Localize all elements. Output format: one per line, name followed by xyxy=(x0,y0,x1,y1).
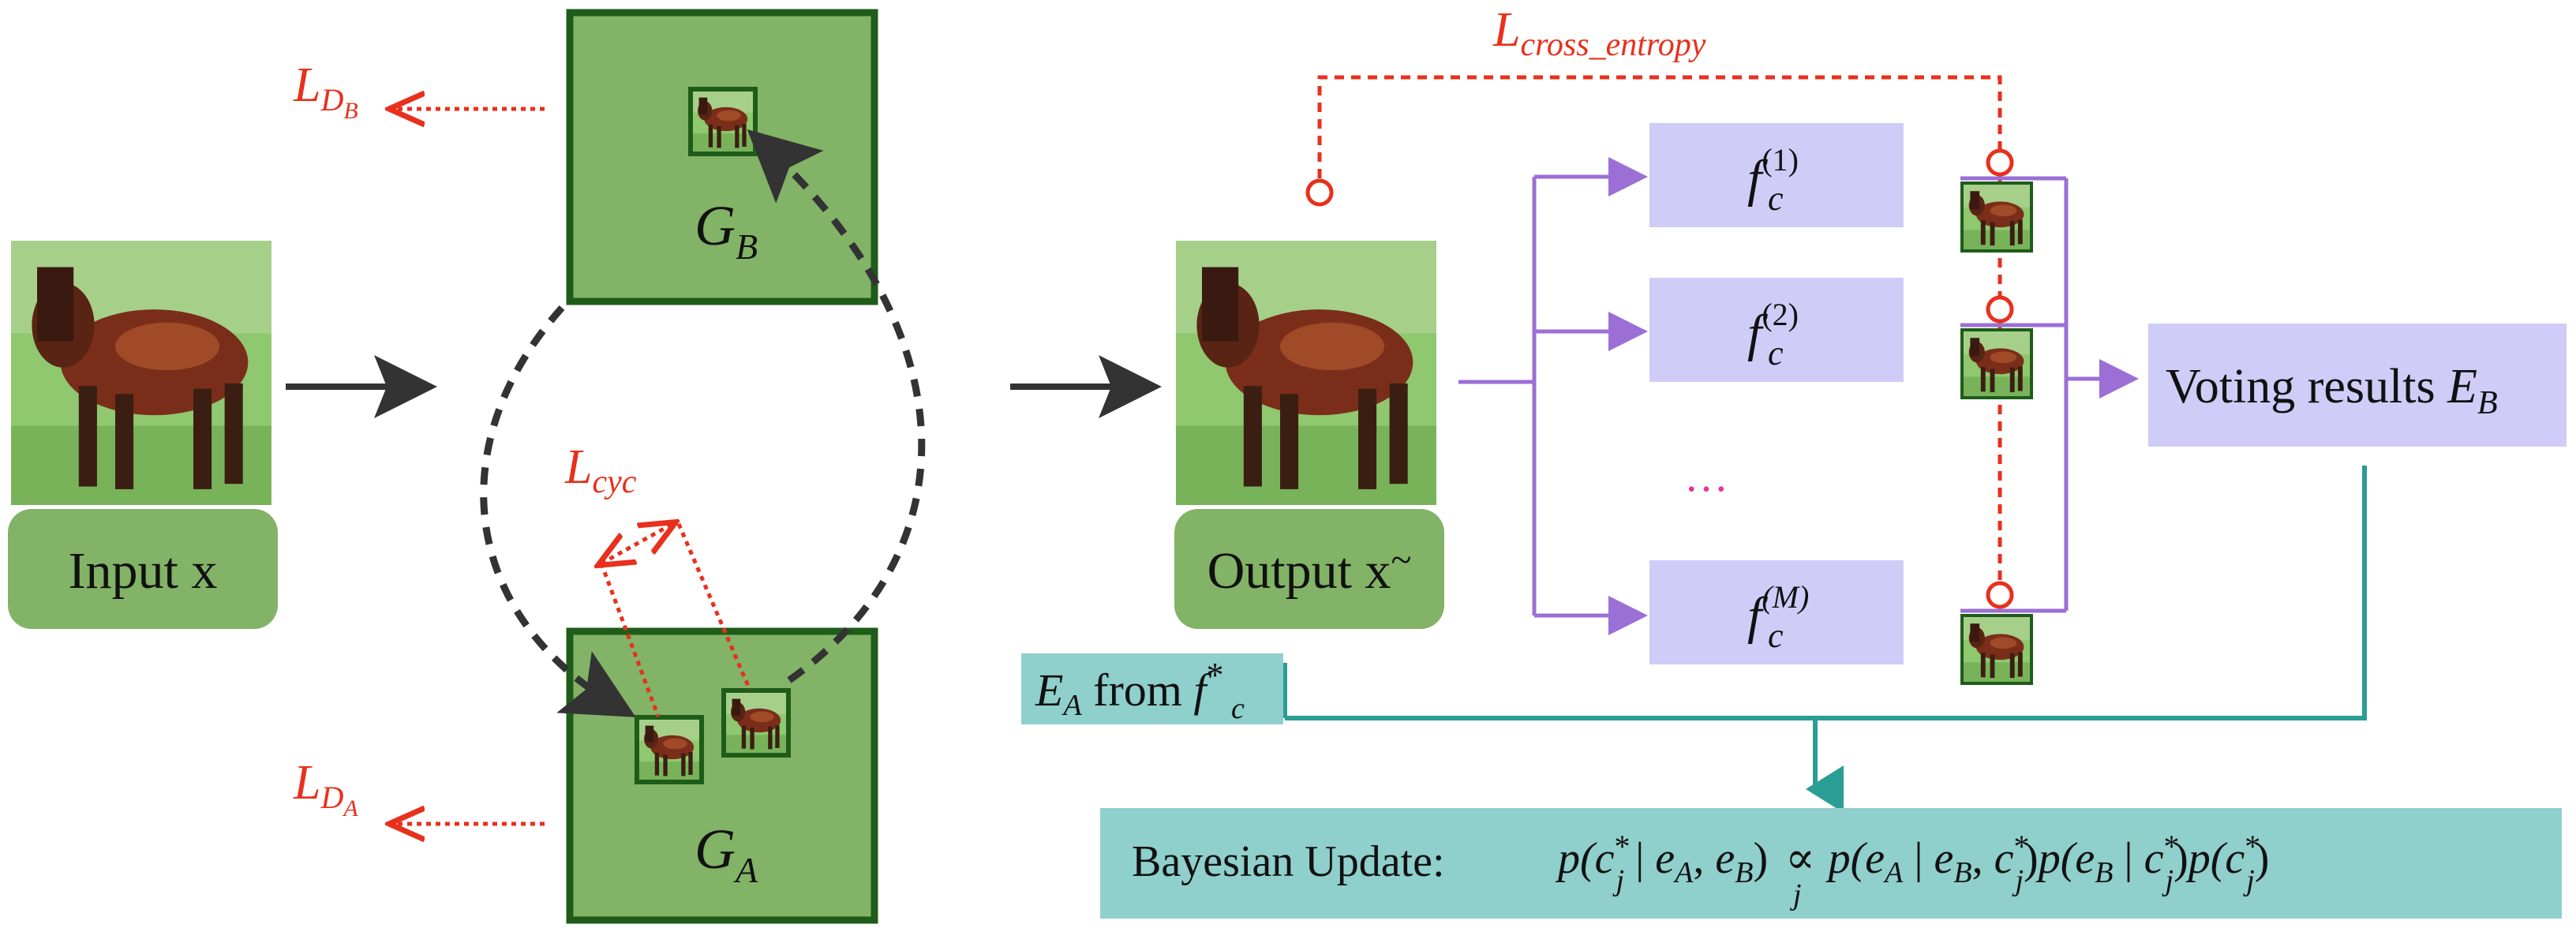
voting-label: Voting results EB xyxy=(2166,360,2498,421)
classifier-1-box xyxy=(1649,123,1904,227)
loss-ce-endpoint-2 xyxy=(1986,295,2014,324)
ea-box xyxy=(1021,653,1283,724)
voting-box xyxy=(2148,324,2567,447)
voting-to-bayes-line xyxy=(1815,466,2367,720)
output-label: Output x~ xyxy=(1208,539,1412,600)
classifier-2-output-image xyxy=(1960,328,2033,399)
loss-ce-endpoint-m xyxy=(1986,581,2014,609)
loss-cyc-line-right xyxy=(676,523,752,690)
ea-label: EA from f*c xyxy=(1035,656,1245,725)
loss-da-label: LDA xyxy=(293,756,358,821)
loss-ce-bracket xyxy=(1317,75,2002,178)
cycle-arrow-left xyxy=(480,305,636,717)
input-label-box xyxy=(8,509,278,629)
classifier-m-output-image xyxy=(1960,614,2033,685)
classifier-m-box xyxy=(1649,560,1904,664)
loss-ce-label: Lcross_entropy xyxy=(1492,3,1706,63)
generator-a-label: GA xyxy=(695,818,758,890)
loss-cyc-line-left xyxy=(599,563,661,717)
classifier-m-label: f(M)c xyxy=(1747,579,1809,655)
loss-cyc-arrow xyxy=(601,524,672,563)
cycle-arrow-right xyxy=(747,129,926,683)
generator-b-box xyxy=(566,9,878,305)
generator-b-thumbnail xyxy=(688,87,758,156)
generator-a-thumbnail-1 xyxy=(635,715,704,784)
loss-db-label: LDB xyxy=(293,58,358,124)
loss-cyc-label: Lcyc xyxy=(564,440,637,500)
classifier-1-output-image xyxy=(1960,181,2033,253)
input-image xyxy=(11,241,271,505)
bayes-prefix: Bayesian Update: xyxy=(1132,837,1445,886)
classifier-2-label: f(2)c xyxy=(1747,297,1799,372)
input-label: Input x xyxy=(69,542,218,600)
generator-b-label: GB xyxy=(695,194,758,267)
classifier-2-box xyxy=(1649,278,1904,382)
output-image xyxy=(1176,241,1436,505)
generator-a-thumbnail-2 xyxy=(721,688,791,758)
output-label-box xyxy=(1174,509,1444,629)
classifier-ellipsis: … xyxy=(1684,452,1728,501)
loss-ce-endpoint-output xyxy=(1305,178,1334,207)
loss-ce-endpoint-1 xyxy=(1986,148,2014,177)
bayes-box xyxy=(1100,808,2562,919)
